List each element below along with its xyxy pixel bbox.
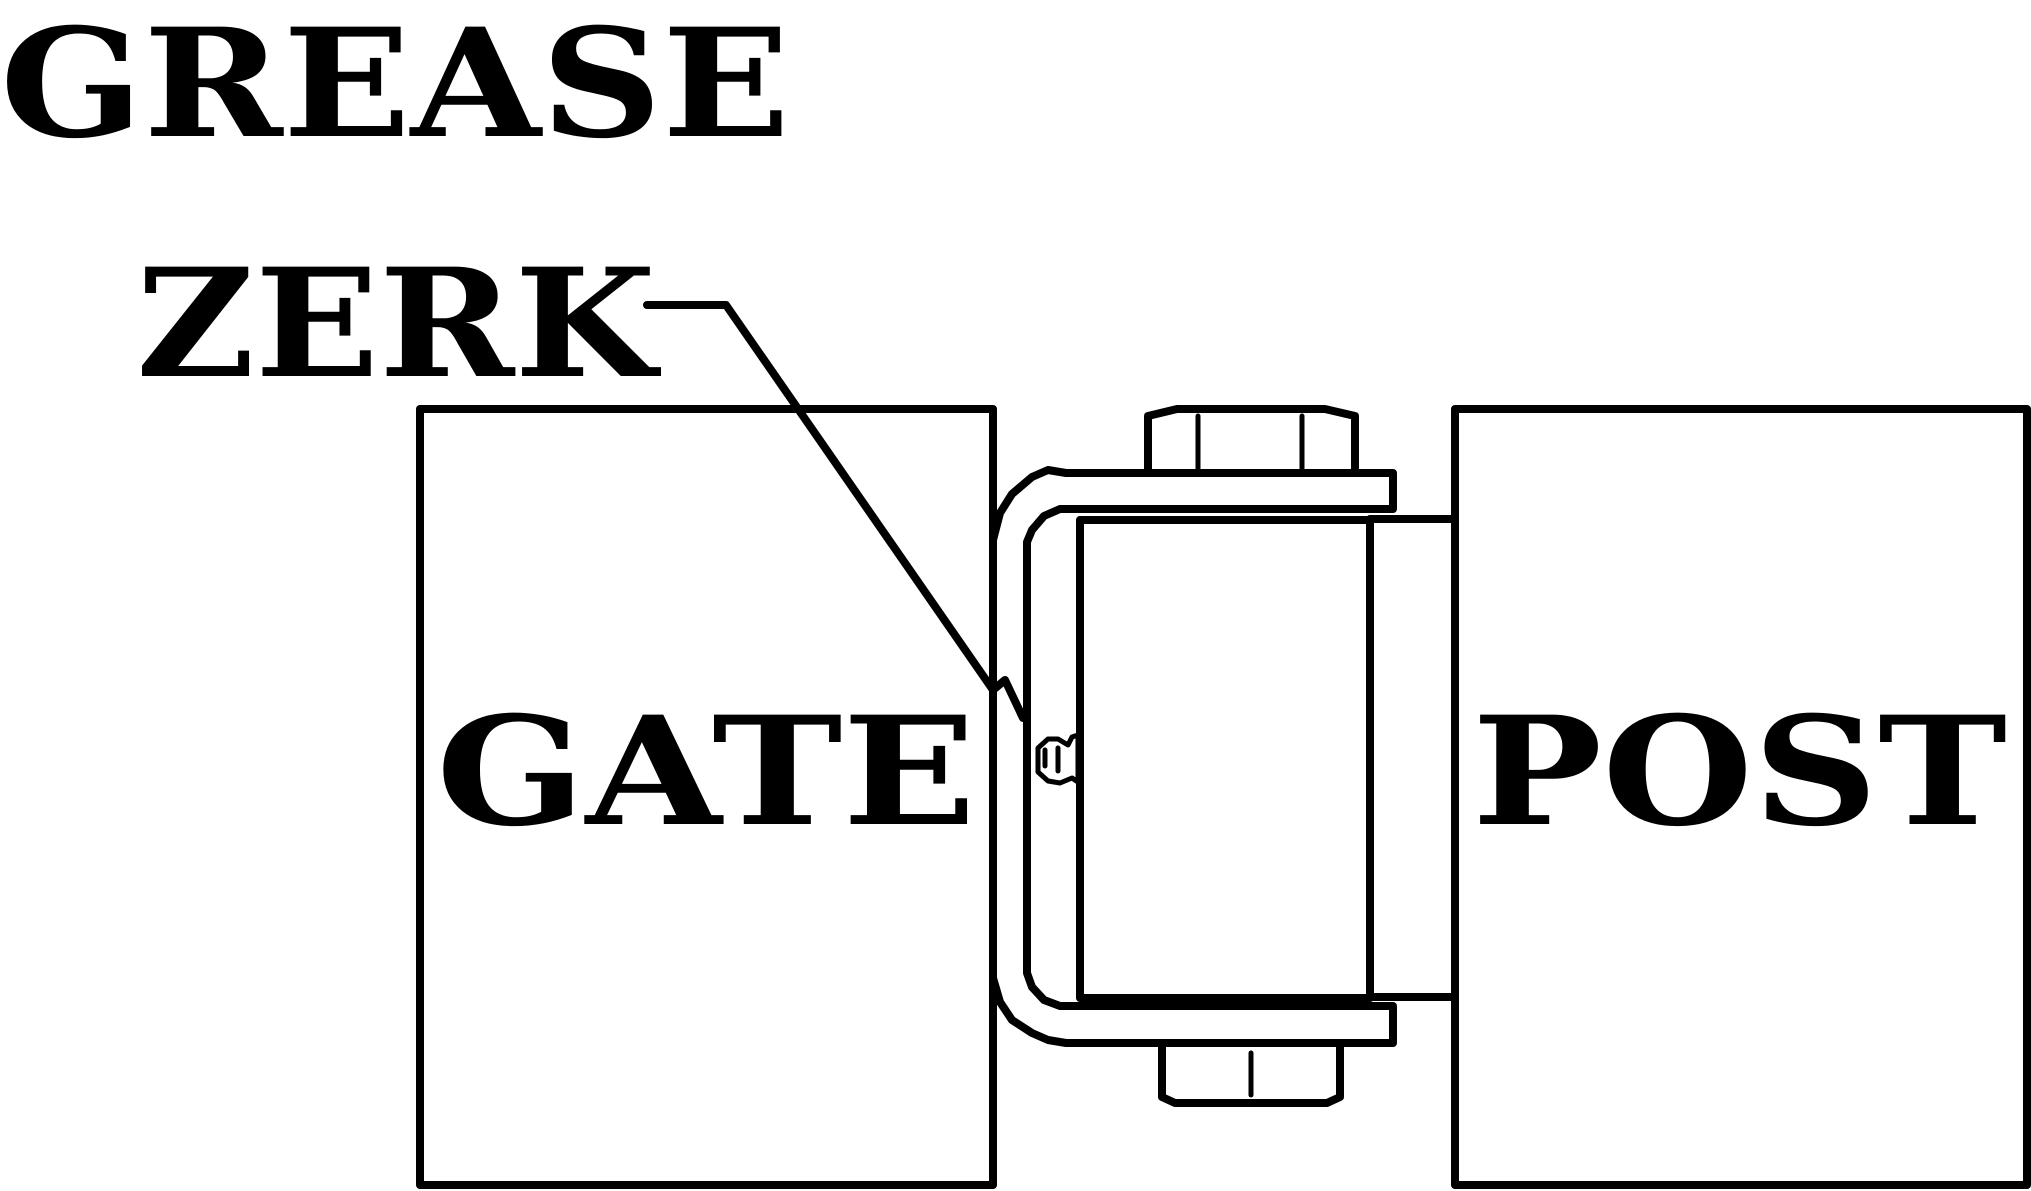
gate-label: GATE	[436, 684, 976, 860]
bottom-nut	[1158, 1041, 1344, 1107]
zerk-leader-line	[643, 301, 1027, 722]
post-panel	[1451, 405, 2031, 1189]
grease-label: GREASE	[0, 0, 790, 172]
gate-panel	[416, 405, 997, 1189]
zerk-label: ZERK	[136, 236, 661, 412]
hinge-outer-strap	[989, 466, 1397, 1047]
grease-zerk-fitting	[1035, 732, 1081, 786]
top-nut	[1144, 405, 1359, 474]
hinge-pin-body	[1076, 516, 1374, 1002]
post-label: POST	[1472, 684, 2007, 860]
